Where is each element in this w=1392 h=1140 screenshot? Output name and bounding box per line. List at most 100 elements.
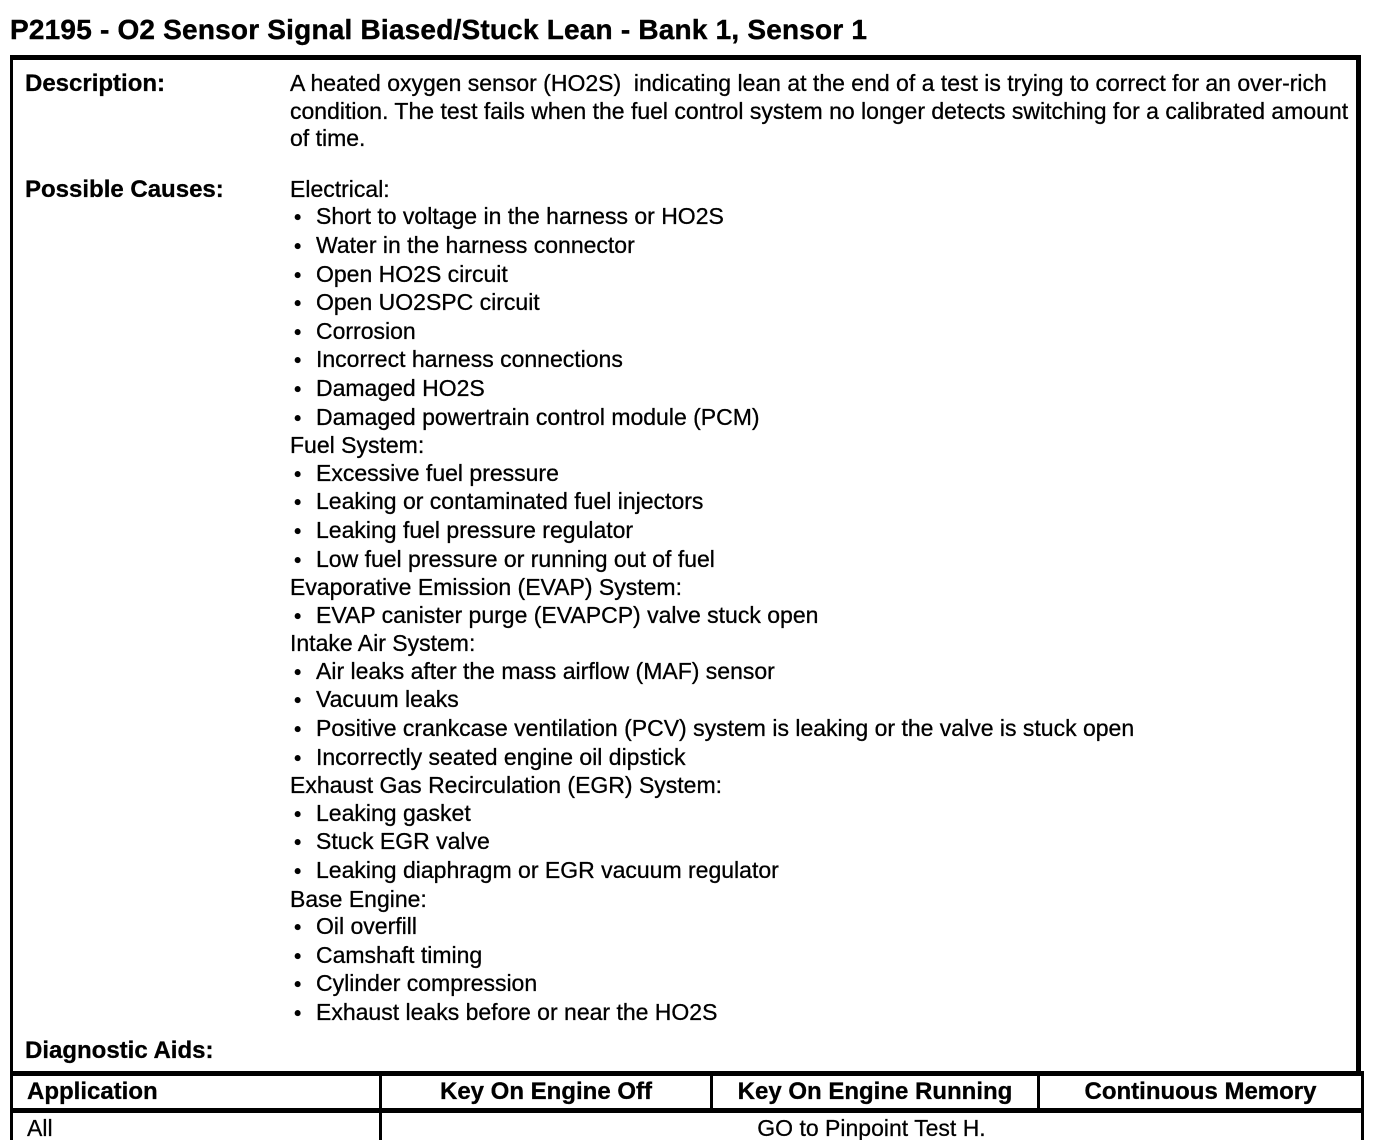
- action-cell: GO to Pinpoint Test H.: [379, 1108, 1364, 1140]
- bullet-icon: •: [294, 377, 302, 401]
- application-table: Application Key On Engine Off Key On Eng…: [10, 1070, 1364, 1140]
- cause-text: Incorrectly seated engine oil dipstick: [316, 743, 686, 770]
- table-header-row: Application Key On Engine Off Key On Eng…: [10, 1070, 1364, 1113]
- cause-text: Leaking diaphragm or EGR vacuum regulato…: [316, 857, 779, 884]
- bullet-icon: •: [294, 320, 302, 344]
- bullet-icon: •: [294, 916, 302, 940]
- cause-group-heading: Exhaust Gas Recirculation (EGR) System:: [290, 772, 1352, 800]
- cause-text: Excessive fuel pressure: [316, 459, 559, 486]
- bullet-icon: •: [294, 660, 302, 684]
- cause-bullet-item: • Leaking gasket: [290, 800, 1352, 829]
- cause-group-heading: Evaporative Emission (EVAP) System:: [290, 574, 1352, 602]
- cause-bullet-item: • Cylinder compression: [290, 970, 1352, 999]
- causes-list: Electrical: • Short to voltage in the harn…: [290, 176, 1352, 1028]
- cause-bullet-item: • Open HO2S circuit: [290, 260, 1352, 290]
- cause-bullet-item: • Water in the harness connector: [290, 232, 1352, 261]
- cause-text: Cylinder compression: [316, 970, 538, 997]
- cause-bullet-item: • Open UO2SPC circuit: [290, 289, 1352, 318]
- cause-text: Low fuel pressure or running out of fuel: [316, 545, 715, 572]
- bullet-icon: •: [294, 491, 302, 515]
- cause-text: Positive crankcase ventilation (PCV) sys…: [316, 715, 1135, 742]
- cause-text: Damaged HO2S: [316, 374, 485, 401]
- cause-text: Leaking or contaminated fuel injectors: [316, 488, 704, 515]
- cause-text: Leaking fuel pressure regulator: [316, 516, 634, 543]
- cause-bullet-item: • Short to voltage in the harness or HO2S: [290, 203, 1352, 232]
- cause-text: EVAP canister purge (EVAPCP) valve stuck…: [316, 601, 819, 628]
- cause-bullet-item: • Corrosion: [290, 318, 1352, 347]
- cause-bullet-item: • Camshaft timing: [290, 942, 1352, 971]
- cause-bullet-item: • Leaking diaphragm or EGR vacuum regulat…: [290, 857, 1352, 886]
- cause-text: Vacuum leaks: [316, 686, 459, 713]
- cause-bullet-item: • EVAP canister purge (EVAPCP) valve stuc…: [290, 602, 1352, 631]
- bullet-icon: •: [294, 746, 302, 770]
- bullet-icon: •: [294, 234, 302, 258]
- cause-text: Open UO2SPC circuit: [316, 289, 540, 316]
- bullet-icon: •: [294, 206, 302, 230]
- cause-text: Short to voltage in the harness or HO2S: [316, 203, 724, 230]
- cause-group-heading: Base Engine:: [290, 885, 1352, 914]
- application-cell: All: [10, 1108, 382, 1140]
- cause-group-heading: Fuel System:: [290, 432, 1352, 460]
- cause-group-heading: Electrical:: [290, 176, 1352, 204]
- cause-text: Exhaust Gas Recirculation (EGR) System:: [290, 772, 723, 799]
- cause-bullet-item: • Excessive fuel pressure: [290, 460, 1352, 489]
- bullet-icon: •: [294, 462, 302, 486]
- table-row: All GO to Pinpoint Test H.: [10, 1108, 1364, 1140]
- cause-text: Exhaust leaks before or near the HO2S: [316, 999, 718, 1025]
- bullet-icon: •: [294, 349, 302, 373]
- bullet-icon: •: [294, 802, 302, 826]
- bullet-icon: •: [294, 718, 302, 742]
- possible-causes-row: Possible Causes: Electrical: • Short to vo…: [25, 176, 1352, 1028]
- bullet-icon: •: [294, 292, 302, 316]
- cause-bullet-item: • Air leaks after the mass airflow (MAF) …: [290, 658, 1352, 687]
- cause-text: Incorrect harness connections: [316, 346, 623, 373]
- bullet-icon: •: [294, 831, 302, 855]
- cause-text: Electrical:: [290, 175, 390, 202]
- cause-text: Corrosion: [316, 317, 416, 344]
- dtc-details-box: Description: A heated oxygen sensor (HO2…: [10, 55, 1361, 1071]
- cause-text: Stuck EGR valve: [316, 828, 490, 855]
- cause-bullet-item: • Leaking fuel pressure regulator: [290, 517, 1352, 546]
- cause-bullet-item: • Low fuel pressure or running out of fue…: [290, 545, 1352, 575]
- cause-text: Base Engine:: [290, 885, 427, 912]
- cause-text: Air leaks after the mass airflow (MAF) s…: [316, 657, 775, 684]
- header-key-on-engine-off: Key On Engine Off: [379, 1070, 713, 1113]
- cause-text: Open HO2S circuit: [316, 260, 508, 287]
- bullet-icon: •: [294, 263, 302, 287]
- cause-text: Evaporative Emission (EVAP) System:: [290, 574, 682, 601]
- cause-text: Oil overfill: [316, 913, 417, 940]
- cause-bullet-item: • Vacuum leaks: [290, 686, 1352, 715]
- description-row: Description: A heated oxygen sensor (HO2…: [25, 70, 1352, 153]
- bullet-icon: •: [294, 689, 302, 713]
- bullet-icon: •: [294, 944, 302, 968]
- header-key-on-engine-running: Key On Engine Running: [710, 1070, 1040, 1113]
- bullet-icon: •: [294, 860, 302, 884]
- cause-text: Leaking gasket: [316, 799, 471, 826]
- bullet-icon: •: [294, 973, 302, 997]
- bullet-icon: •: [294, 1002, 302, 1025]
- cause-bullet-item: • Leaking or contaminated fuel injectors: [290, 488, 1352, 517]
- cause-bullet-item: • Oil overfill: [290, 913, 1352, 942]
- possible-causes-label: Possible Causes:: [25, 175, 224, 203]
- cause-bullet-item: • Exhaust leaks before or near the HO2S: [290, 999, 1352, 1028]
- cause-group-heading: Intake Air System:: [290, 630, 1352, 658]
- bullet-icon: •: [294, 548, 302, 572]
- bullet-icon: •: [294, 519, 302, 543]
- cause-text: Intake Air System:: [290, 630, 476, 657]
- header-application: Application: [10, 1070, 382, 1113]
- cause-text: Damaged powertrain control module (PCM): [316, 403, 760, 430]
- cause-bullet-item: • Positive crankcase ventilation (PCV) sy…: [290, 715, 1352, 744]
- cause-bullet-item: • Damaged powertrain control module (PCM): [290, 403, 1352, 433]
- cause-bullet-item: • Stuck EGR valve: [290, 828, 1352, 857]
- bullet-icon: •: [294, 406, 302, 430]
- description-label: Description:: [25, 70, 166, 97]
- page-title: P2195 - O2 Sensor Signal Biased/Stuck Le…: [10, 14, 868, 45]
- cause-text: Water in the harness connector: [316, 231, 635, 258]
- cause-bullet-item: • Damaged HO2S: [290, 375, 1352, 404]
- cause-text: Camshaft timing: [316, 941, 483, 968]
- bullet-icon: •: [294, 604, 302, 628]
- description-text: A heated oxygen sensor (HO2S) indicating…: [290, 70, 1355, 152]
- cause-text: Fuel System:: [290, 432, 425, 459]
- cause-bullet-item: • Incorrectly seated engine oil dipstick: [290, 744, 1352, 773]
